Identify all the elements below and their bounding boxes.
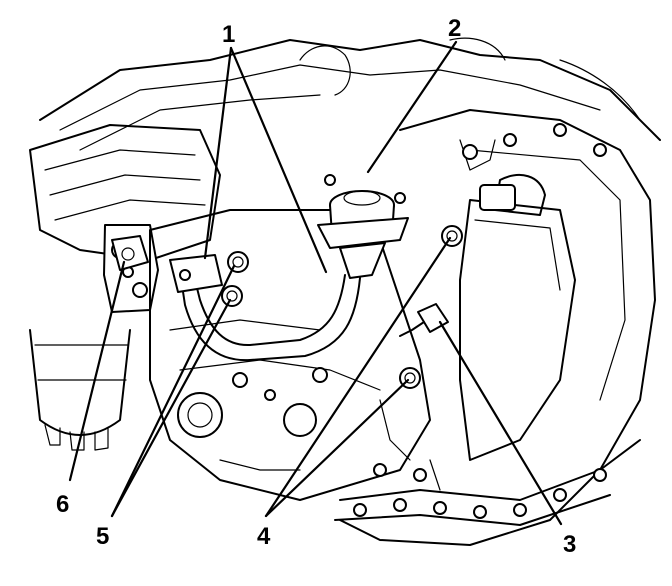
egr-valve — [317, 174, 409, 279]
egr-tube-nuts — [221, 251, 249, 307]
callout-3: 3 — [563, 531, 576, 558]
leader-lines — [68, 40, 563, 526]
callout-2: 2 — [448, 15, 461, 42]
mounting-bolt — [399, 303, 449, 337]
callout-1: 1 — [222, 21, 235, 48]
callout-5: 5 — [96, 523, 109, 550]
egr-tube-gasket — [111, 235, 149, 271]
engine-block-artwork — [29, 37, 661, 546]
callout-4: 4 — [257, 523, 271, 550]
egr-tube — [169, 254, 361, 362]
callout-labels: 1 2 3 4 5 6 — [56, 15, 576, 558]
callout-6: 6 — [56, 491, 69, 518]
